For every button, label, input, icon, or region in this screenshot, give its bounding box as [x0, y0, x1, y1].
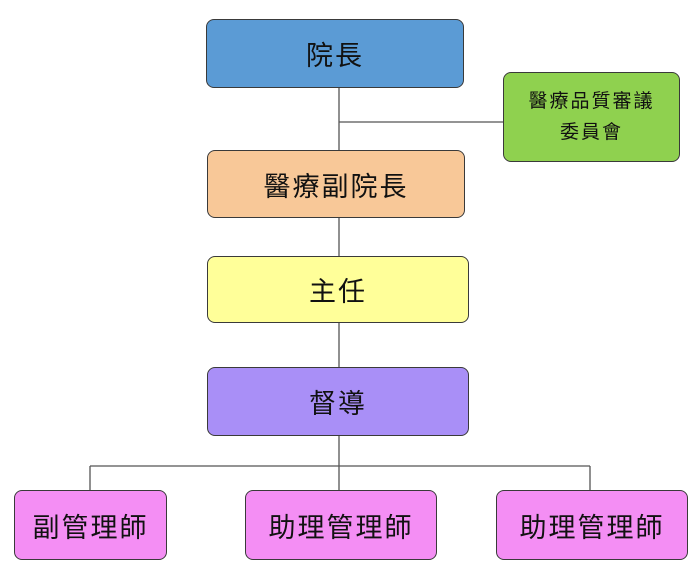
node-assistant-manager-1-label: 助理管理師 [268, 512, 414, 544]
node-assistant-manager-1: 助理管理師 [245, 490, 437, 560]
node-director: 主任 [207, 256, 469, 323]
node-quality-committee-line-2: 委員會 [559, 121, 623, 143]
node-quality-committee: 醫療品質審議 委員會 [503, 72, 680, 162]
node-director-label: 主任 [309, 277, 367, 308]
node-medical-vice-president-label: 醫療副院長 [263, 171, 409, 203]
node-deputy-manager: 副管理師 [14, 490, 167, 560]
node-supervisor-label: 督導 [309, 389, 367, 420]
node-assistant-manager-2-label: 助理管理師 [519, 512, 665, 544]
node-deputy-manager-label: 副管理師 [32, 512, 149, 544]
node-quality-committee-line-1: 醫療品質審議 [528, 90, 655, 112]
node-assistant-manager-2: 助理管理師 [496, 490, 688, 560]
node-medical-vice-president: 醫療副院長 [207, 150, 465, 218]
node-supervisor: 督導 [207, 367, 469, 436]
node-president: 院長 [206, 19, 464, 88]
node-president-label: 院長 [306, 41, 364, 72]
